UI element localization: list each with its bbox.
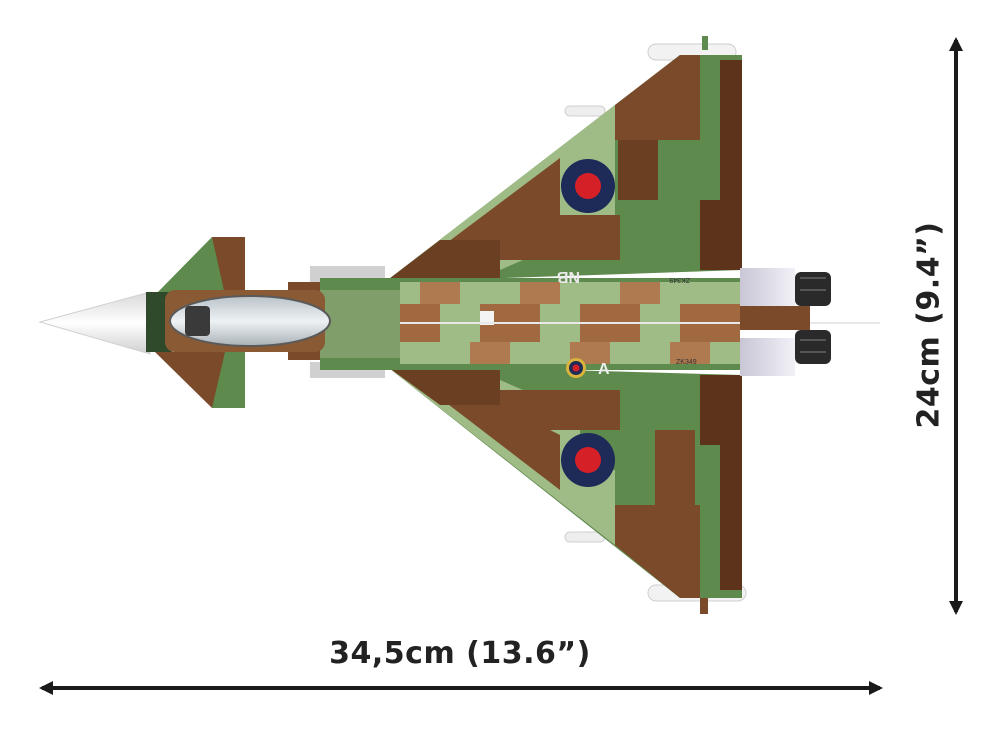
height-dimension-text: 24cm (9.4”) <box>911 221 947 429</box>
roundel-upper <box>561 159 615 213</box>
code-top: NB <box>557 268 580 285</box>
cockpit-canopy <box>165 290 331 352</box>
serial-top: ZK349 <box>669 276 690 283</box>
width-dimension-label: 34,5cm (13.6”) <box>0 636 920 671</box>
fuselage-roundel-small <box>566 358 586 378</box>
roundel-lower <box>561 433 615 487</box>
fuselage <box>320 278 880 370</box>
lower-wing <box>385 365 742 598</box>
nose-cone <box>38 291 151 355</box>
upper-wing <box>385 55 742 282</box>
engines <box>740 268 831 376</box>
width-dimension-text: 34,5cm (13.6”) <box>329 636 591 671</box>
canards <box>155 237 245 408</box>
serial-bottom: ZK349 <box>676 359 697 366</box>
code-bottom: A <box>598 361 610 378</box>
